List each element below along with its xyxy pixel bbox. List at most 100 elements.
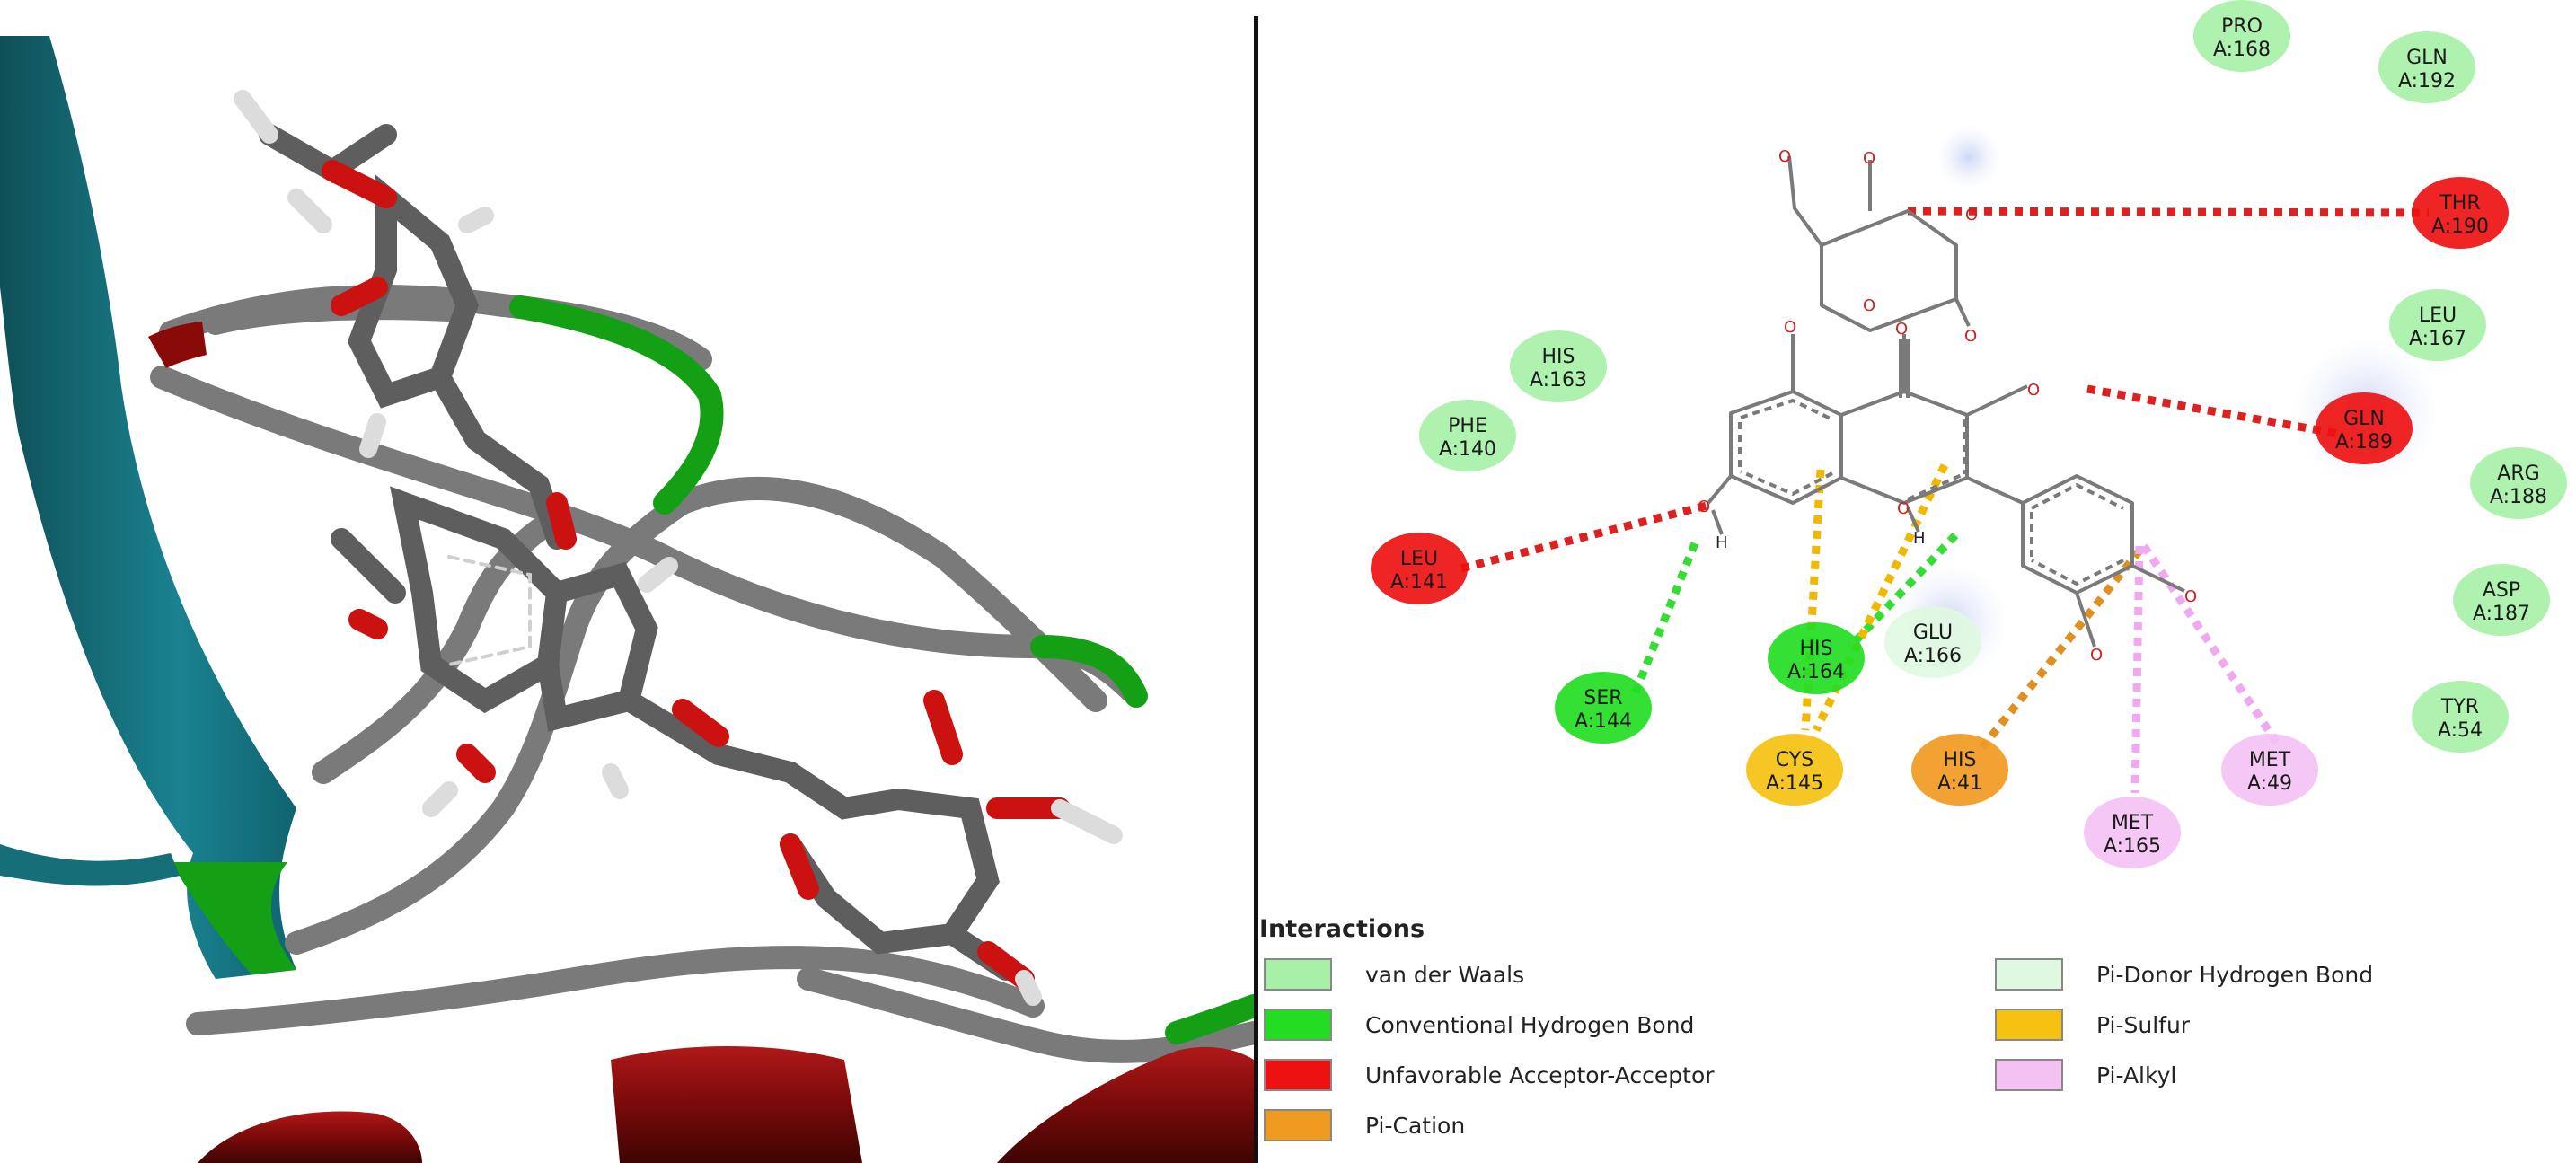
residue-disc [1419,400,1516,471]
protein-ligand-3d-render [0,36,1254,1163]
residue-name: TYR [2440,696,2479,718]
legend-swatch [1264,1009,1332,1041]
residue-disc [2453,564,2550,636]
residue-number: A:54 [2438,719,2483,742]
residue-name: PHE [1448,415,1487,437]
interaction-line-unfav [2086,384,2340,438]
atom-oxygen: O [2090,646,2103,665]
residue-disc [2316,392,2413,464]
alpha-helix-ribbon-1 [198,1111,422,1163]
residue-name: ASP [2483,579,2520,602]
ligand-stick-model [234,90,1123,1006]
atom-hydrogen: H [1716,533,1728,552]
residue-number: A:144 [1575,710,1632,733]
residue-name: THR [2439,192,2480,215]
residue-number: A:141 [1390,571,1448,594]
legend-swatch [1264,1059,1332,1091]
beta-strand-tail [0,844,180,886]
residue-name: GLN [2343,408,2385,430]
legend-item-vdw: van der Waals [1264,958,1524,991]
residue-disc [1555,672,1652,744]
legend-swatch [1264,1109,1332,1141]
docking-3d-view [0,0,1254,1163]
residue-number: A:145 [1766,772,1823,795]
legend-swatch [1995,1009,2063,1041]
legend-swatch [1995,1059,2063,1091]
residue-name: HIS [1542,346,1575,368]
panel-divider [1254,16,1258,1163]
legend-title: Interactions [1259,915,1425,943]
residue-number: A:168 [2213,39,2271,61]
legend-item-pialkyl: Pi-Alkyl [1995,1059,2176,1091]
ligand-2d-skeleton [1707,155,2185,648]
legend-swatch [1995,958,2063,991]
residue-name: HIS [1800,638,1833,660]
residue-number: A:165 [2104,835,2161,858]
atom-oxygen: O [2027,381,2040,400]
residue-number: A:167 [2409,328,2466,350]
atom-hydrogen: H [1913,529,1926,548]
residue-number: A:188 [2490,486,2547,508]
interaction-line-pialkyl [2130,545,2144,794]
interaction-line-hbond [1630,542,1699,696]
residue-name: MET [2112,812,2154,834]
atom-oxygen: O [1698,498,1710,516]
residue-disc [2084,797,2181,868]
interaction-line-pication [1976,548,2143,753]
legend-label: Pi-Cation [1365,1113,1465,1139]
atom-oxygen: O [1863,149,1875,168]
interaction-line-unfav [1460,501,1708,573]
residue-name: GLU [1913,621,1953,644]
residue-number: A:164 [1787,661,1845,683]
residue-number: A:187 [2473,603,2530,625]
legend-item-pication: Pi-Cation [1264,1109,1465,1141]
legend-item-pisulfur: Pi-Sulfur [1995,1009,2191,1041]
legend-label: Pi-Alkyl [2096,1062,2176,1088]
coil-green-segments [509,295,1254,1044]
residue-number: A:189 [2335,431,2393,454]
residue-disc [2193,0,2290,72]
ligand-2d-hydrogens: H H [1716,529,1926,552]
legend-item-pidonor: Pi-Donor Hydrogen Bond [1995,958,2373,991]
beta-strand-ribbon [0,36,296,979]
residue-disc [1371,533,1468,604]
residue-disc [1746,734,1843,806]
residue-number: A:49 [2247,772,2292,795]
legend-swatch [1264,958,1332,991]
ligand-2d-atoms: O O O O O O O O O O O O [1698,147,2197,665]
residue-disc [1510,330,1607,402]
legend-item-hbond: Conventional Hydrogen Bond [1264,1009,1694,1041]
atom-oxygen: O [1778,147,1791,166]
atom-oxygen: O [1863,296,1875,315]
atom-oxygen: O [1784,318,1796,337]
interaction-line-hbond [1847,532,1959,650]
residue-name: LEU [2419,304,2457,327]
residue-disc [1768,622,1865,694]
atom-oxygen: O [1895,320,1908,339]
residue-name: HIS [1944,749,1977,771]
atom-oxygen: O [1965,206,1978,225]
residue-name: CYS [1776,749,1813,771]
alpha-helix-ribbon-3 [997,1046,1254,1163]
